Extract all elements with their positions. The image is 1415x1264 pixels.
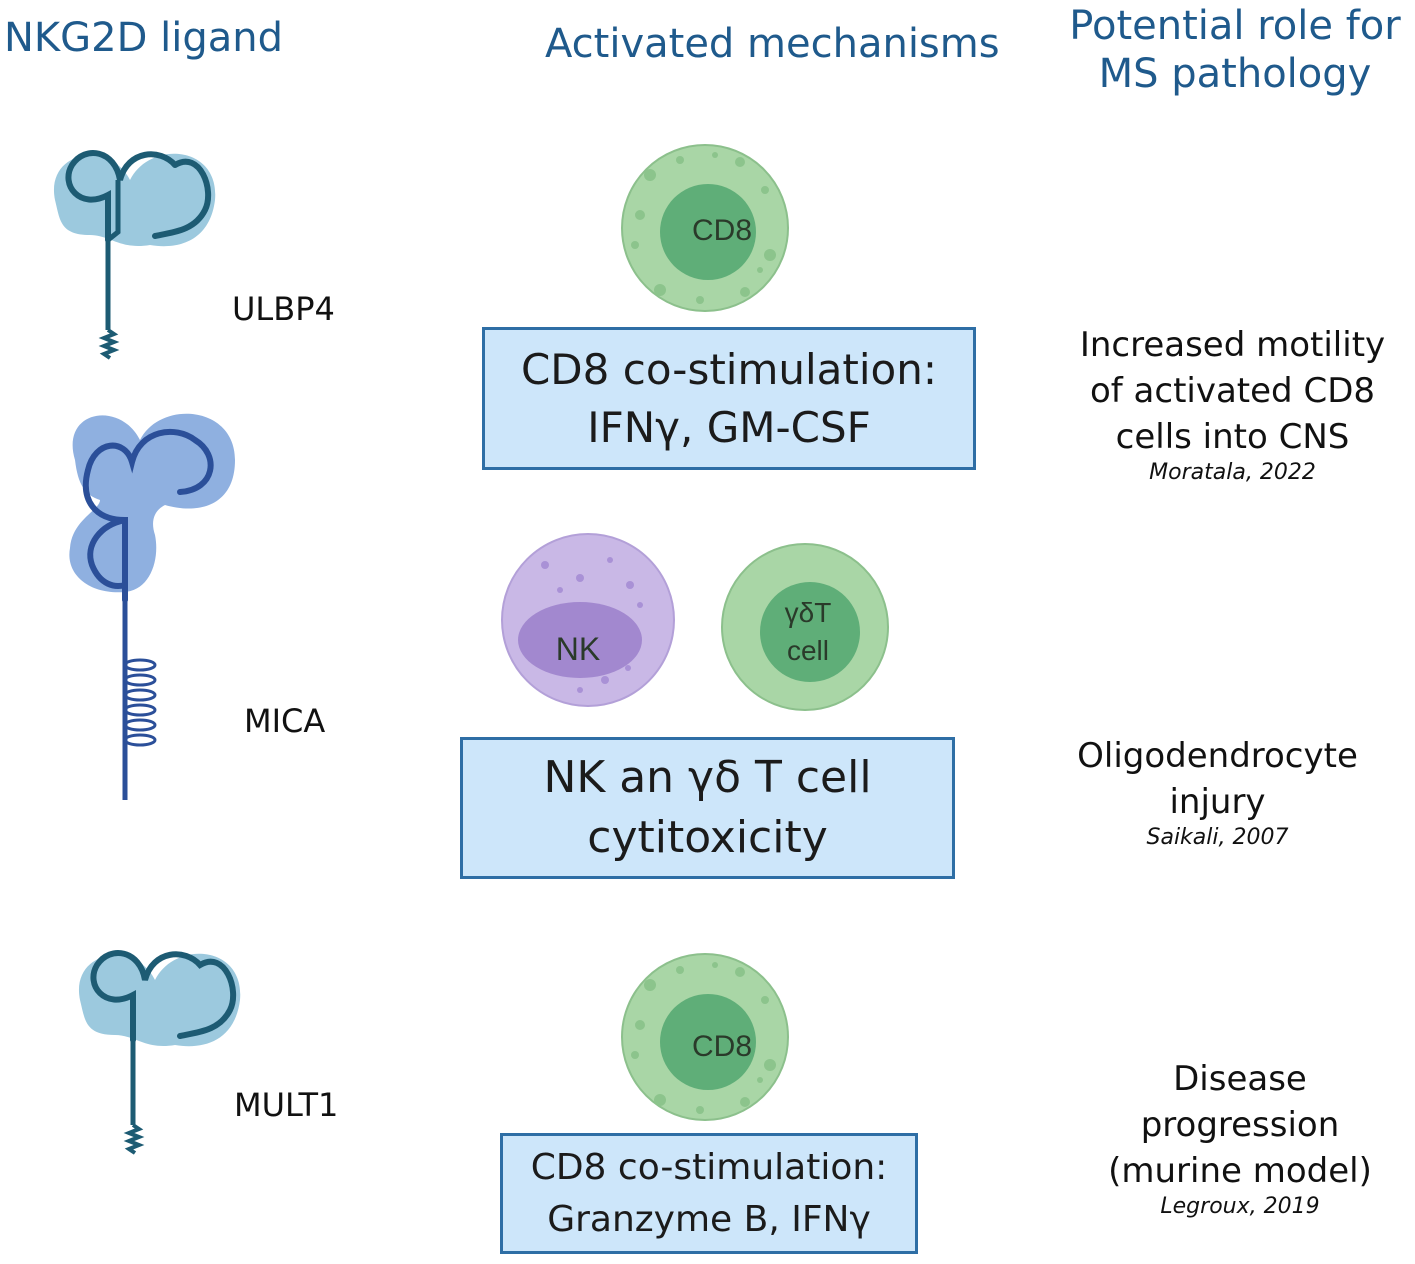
role-header-line1: Potential role for	[1069, 3, 1401, 49]
role-1-reference: Moratala, 2022	[1149, 460, 1316, 485]
mechanism-2-line1: NK an γδ T cell	[543, 752, 872, 803]
cd8-bottom-label: CD8	[692, 1030, 752, 1063]
role-3-line3: (murine model)	[1108, 1151, 1372, 1191]
gd-label-line2: cell	[787, 635, 829, 666]
role-3-reference: Legroux, 2019	[1160, 1194, 1320, 1219]
mica-ligand-icon	[69, 413, 235, 800]
role-motility: Increased motility of activated CD8 cell…	[1050, 322, 1415, 486]
mechanism-1-line2: IFNγ, GM-CSF	[587, 402, 871, 452]
role-3-line2: progression	[1140, 1105, 1340, 1145]
mechanisms-column-header: Activated mechanisms	[545, 21, 1000, 67]
role-2-line1: Oligodendrocyte	[1077, 736, 1358, 776]
cd8-cell-bottom-icon: CD8	[621, 953, 789, 1121]
ligand-label-mica: MICA	[244, 702, 326, 740]
mechanism-1-line1: CD8 co-stimulation:	[520, 344, 938, 394]
cd8-cell-top-icon: CD8	[621, 144, 789, 312]
mechanism-3-line1: CD8 co-stimulation:	[530, 1146, 888, 1188]
mechanism-3-line2: Granzyme B, IFNγ	[547, 1198, 871, 1240]
ligand-label-ulbp4: ULBP4	[232, 290, 335, 328]
role-1-line1: Increased motility	[1079, 325, 1386, 365]
role-1-line2: of activated CD8	[1089, 371, 1376, 411]
mechanism-box-nk-gd-cytotoxicity: NK an γδ T cell cytitoxicity	[460, 737, 955, 879]
gd-t-cell-icon: γδT cell	[721, 543, 889, 711]
role-oligodendrocyte-injury: Oligodendrocyte injury Saikali, 2007	[1040, 733, 1395, 851]
nk-label: NK	[556, 631, 600, 667]
role-column-header: Potential role for MS pathology	[1060, 2, 1410, 98]
mult1-ligand-icon	[78, 950, 241, 1155]
role-header-line2: MS pathology	[1098, 51, 1372, 97]
gd-label-line1: γδT	[785, 597, 832, 628]
role-3-line1: Disease	[1173, 1059, 1307, 1099]
mechanism-2-line2: cytitoxicity	[587, 812, 828, 863]
mechanism-box-cd8-ifng-gmcsf: CD8 co-stimulation: IFNγ, GM-CSF	[482, 327, 976, 470]
role-disease-progression: Disease progression (murine model) Legro…	[1080, 1056, 1400, 1220]
ulbp4-ligand-icon	[53, 150, 216, 360]
ligand-label-mult1: MULT1	[234, 1086, 339, 1124]
role-1-line3: cells into CNS	[1115, 417, 1350, 457]
cd8-top-label: CD8	[692, 214, 752, 247]
ligand-column-header: NKG2D ligand	[4, 15, 283, 61]
mechanism-box-cd8-granzyme-ifng: CD8 co-stimulation: Granzyme B, IFNγ	[500, 1133, 918, 1254]
role-2-reference: Saikali, 2007	[1146, 825, 1289, 850]
nk-cell-icon: NK	[501, 533, 675, 707]
role-2-line2: injury	[1169, 782, 1266, 822]
